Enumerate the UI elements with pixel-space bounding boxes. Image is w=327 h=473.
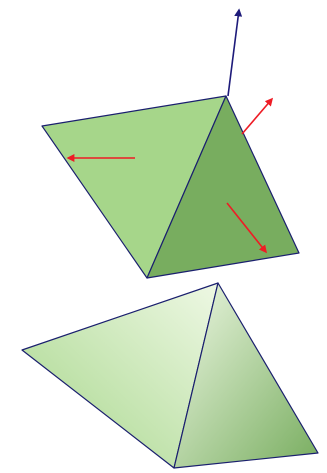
lower-tetrahedron xyxy=(21,282,319,469)
upper-tetrahedron xyxy=(41,95,300,279)
lower-right-face xyxy=(173,282,319,469)
down-right-normal-arrow xyxy=(226,202,267,254)
upper-right-face xyxy=(146,95,300,279)
up-normal-arrow xyxy=(227,8,243,97)
right-normal-arrow xyxy=(241,97,274,135)
